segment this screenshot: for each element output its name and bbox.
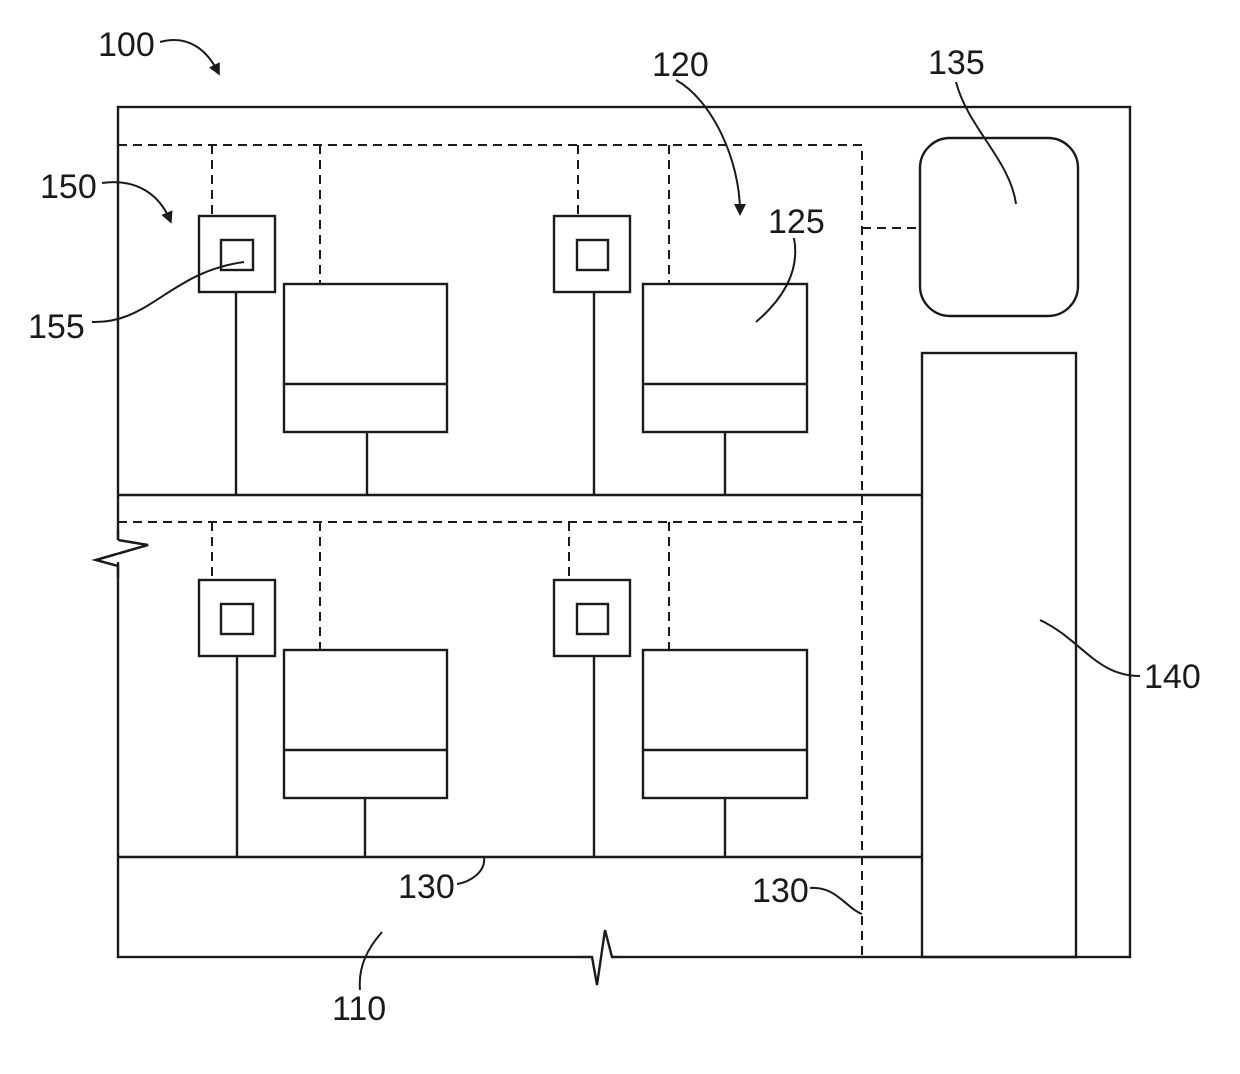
pixel-cell-lower-right <box>554 580 807 798</box>
label-135: 135 <box>928 44 985 82</box>
device-block <box>284 650 447 798</box>
pad-135 <box>920 138 1078 316</box>
dashed-bus-upper <box>118 145 862 957</box>
label-100: 100 <box>98 26 155 64</box>
label-125: 125 <box>768 203 825 241</box>
leader-arrow-150 <box>102 182 170 220</box>
contact-via <box>577 604 608 634</box>
leader-line-125 <box>756 238 795 322</box>
break-mark-left-line <box>96 540 148 566</box>
contact-via <box>577 240 608 270</box>
leader-line-130a <box>457 857 484 884</box>
label-120: 120 <box>652 46 709 84</box>
leader-line-135 <box>956 82 1016 204</box>
device-block <box>284 284 447 432</box>
contact-pad <box>554 580 630 656</box>
break-mark-left <box>96 530 148 578</box>
break-mark-bottom <box>582 930 618 985</box>
device-block <box>643 284 807 432</box>
contact-via <box>221 604 253 634</box>
leader-arrow-100 <box>160 40 218 72</box>
leader-line-130b <box>810 888 862 914</box>
label-130-right: 130 <box>752 872 809 910</box>
leader-line-110 <box>360 932 382 990</box>
contact-pad <box>199 216 275 292</box>
label-150: 150 <box>40 168 97 206</box>
label-155: 155 <box>28 308 85 346</box>
device-block <box>643 650 807 798</box>
contact-pad <box>554 216 630 292</box>
label-110: 110 <box>332 990 386 1028</box>
leader-line-140 <box>1040 620 1140 676</box>
break-mask-left <box>116 540 120 562</box>
label-130-bottom: 130 <box>398 868 455 906</box>
contact-pad <box>199 580 275 656</box>
label-140: 140 <box>1144 658 1201 696</box>
outer-frame <box>118 107 1130 957</box>
pixel-cell-upper-right <box>554 216 807 432</box>
strip-140 <box>922 353 1076 957</box>
